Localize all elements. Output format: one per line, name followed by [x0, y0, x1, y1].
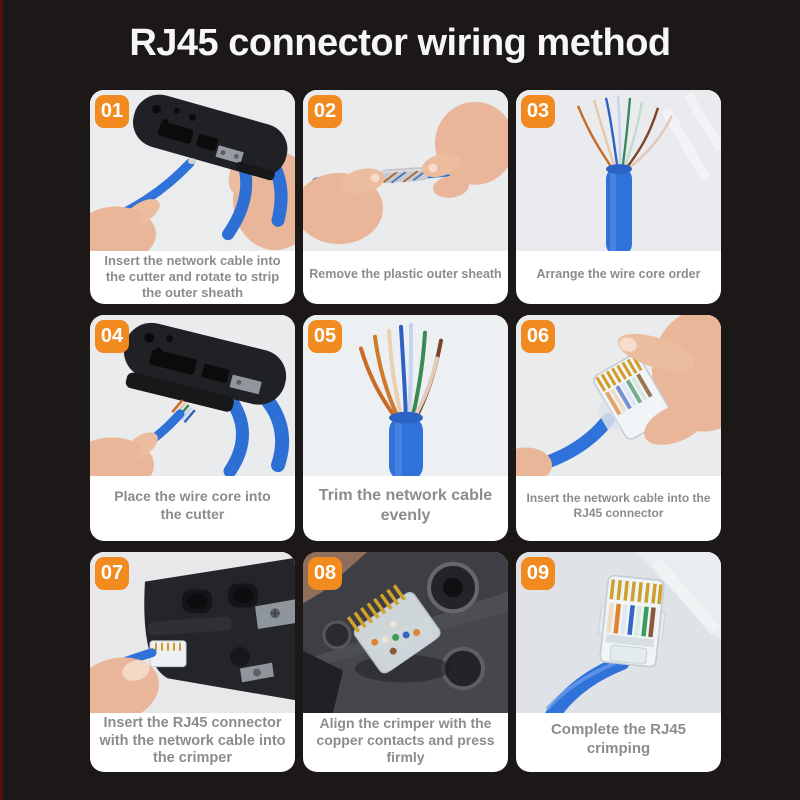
- step-caption: Insert the network cable into the cutter…: [104, 253, 281, 300]
- step-number-badge: 07: [95, 557, 129, 590]
- step-number: 01: [100, 100, 124, 122]
- step-caption: Remove the plastic outer sheath: [309, 266, 502, 281]
- step-number: 03: [526, 100, 550, 122]
- step-caption: Arrange the wire core order: [536, 266, 701, 281]
- step-caption: Trim the network cable evenly: [318, 486, 493, 524]
- step-number: 04: [100, 325, 124, 347]
- step-card-5: 05 Trim the network cable evenly: [303, 315, 508, 541]
- step-6-photo: 06: [516, 315, 721, 476]
- step-card-8: 08 Align the crimper with the copper con…: [303, 552, 508, 772]
- step-9-photo: 09: [516, 552, 721, 713]
- step-card-4: 04 Place the wire core into the cutter: [90, 315, 295, 541]
- step-caption: Place the wire core into the cutter: [114, 488, 271, 522]
- step-number-badge: 08: [308, 557, 342, 590]
- step-number-badge: 09: [521, 557, 555, 590]
- step-number-badge: 01: [95, 95, 129, 128]
- crimper-contacts-closeup-photo: [303, 552, 508, 713]
- step-7-photo: 07: [90, 552, 295, 713]
- step-number: 02: [313, 100, 337, 122]
- step-number: 08: [313, 562, 337, 584]
- step-card-3: 03 Arrange the wire core order: [516, 90, 721, 304]
- page-title: RJ45 connector wiring method: [129, 22, 671, 64]
- step-card-7: 07 Insert the RJ45 connector with the ne…: [90, 552, 295, 772]
- step-1-photo: 01: [90, 90, 295, 251]
- step-number: 07: [100, 562, 124, 584]
- step-number-badge: 02: [308, 95, 342, 128]
- crimper-stripping-cable-photo: [90, 90, 295, 251]
- step-4-photo: 04: [90, 315, 295, 476]
- step-card-1: 01 Insert the network cable into the cut…: [90, 90, 295, 304]
- step-caption: Insert the network cable into the RJ45 c…: [526, 490, 711, 520]
- step-number-badge: 03: [521, 95, 555, 128]
- step-number-badge: 05: [308, 320, 342, 353]
- step-card-6: 06 Insert the network cable into the RJ4…: [516, 315, 721, 541]
- step-caption: Insert the RJ45 connector with the netwo…: [99, 715, 286, 767]
- step-2-photo: 02: [303, 90, 508, 251]
- left-edge-stripe: [0, 0, 3, 800]
- rj45-in-crimper-photo: [90, 552, 295, 713]
- step-number-badge: 06: [521, 320, 555, 353]
- step-3-photo: 03: [516, 90, 721, 251]
- step-caption: Align the crimper with the copper contac…: [316, 715, 495, 766]
- step-5-photo: 05: [303, 315, 508, 476]
- step-caption: Complete the RJ45 crimping: [550, 721, 687, 757]
- step-card-9: 09 Complete the RJ45 crimping: [516, 552, 721, 772]
- step-8-photo: 08: [303, 552, 508, 713]
- step-number: 06: [526, 325, 550, 347]
- step-card-2: 02 Remove the plastic outer sheath: [303, 90, 508, 304]
- step-number-badge: 04: [95, 320, 129, 353]
- step-number: 09: [526, 562, 550, 584]
- steps-grid: 01 Insert the network cable into the cut…: [90, 90, 721, 772]
- step-number: 05: [313, 325, 337, 347]
